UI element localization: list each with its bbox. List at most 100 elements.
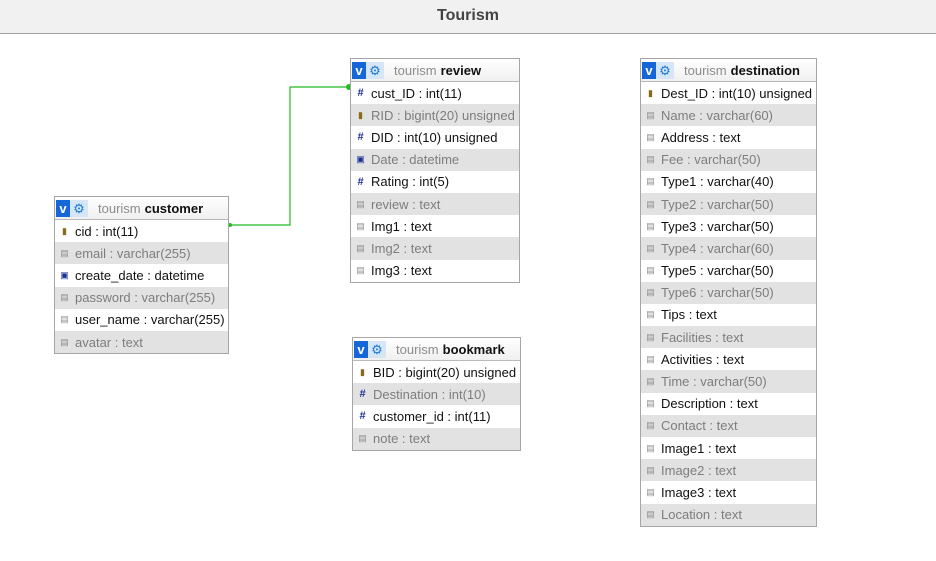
column-row[interactable]: ▤Location : text (641, 503, 816, 526)
text-field-icon: ▤ (646, 265, 655, 276)
toggle-view-button[interactable]: v (56, 199, 70, 217)
column-label: Type4 : varchar(60) (661, 240, 774, 256)
column-row[interactable]: ▣create_date : datetime (55, 264, 228, 286)
column-row[interactable]: ▤Address : text (641, 126, 816, 148)
text-field-icon: ▤ (646, 220, 655, 231)
column-row[interactable]: ▮BID : bigint(20) unsigned (353, 361, 520, 383)
column-row[interactable]: ▤ Img2 : text (351, 237, 519, 260)
column-label: Time : varchar(50) (661, 374, 767, 390)
gear-icon[interactable]: ⚙ (366, 61, 384, 79)
column-label: Description : text (661, 396, 758, 412)
column-row[interactable]: ▤avatar : text (55, 330, 228, 354)
column-row[interactable]: ▤Tips : text (641, 304, 816, 326)
column-row[interactable]: ▮cid : int(11) (55, 220, 228, 242)
designer-titlebar: Tourism (0, 0, 936, 34)
column-label: review : text (371, 196, 441, 212)
column-label: Image2 : text (661, 462, 737, 478)
column-row[interactable]: ▤ Fee : varchar(50) (641, 148, 816, 171)
column-row[interactable]: #customer_id : int(11) (353, 405, 520, 427)
text-field-icon: ▤ (646, 287, 655, 298)
column-row[interactable]: ▮ RID : bigint(20) unsigned (351, 104, 519, 127)
column-label: password : varchar(255) (75, 290, 216, 306)
column-row[interactable]: ▤ Image2 : text (641, 459, 816, 482)
text-field-icon: ▤ (646, 442, 655, 453)
text-field-icon: ▤ (356, 242, 365, 253)
column-label: Location : text (661, 507, 742, 523)
column-row[interactable]: ▤ Type2 : varchar(50) (641, 192, 816, 216)
text-field-icon: ▤ (646, 420, 655, 431)
text-field-icon: ▤ (356, 265, 365, 276)
column-row[interactable]: ▤user_name : varchar(255) (55, 309, 228, 331)
column-row[interactable]: ▤ Type3 : varchar(50) (641, 215, 816, 237)
gear-icon[interactable]: ⚙ (70, 199, 88, 217)
column-row[interactable]: ▤ password : varchar(255) (55, 286, 228, 309)
column-row[interactable]: ▤review : text (351, 192, 519, 216)
column-label: RID : bigint(20) unsigned (371, 107, 515, 123)
column-label: avatar : text (75, 334, 143, 350)
column-label: Type3 : varchar(50) (661, 218, 774, 234)
column-row[interactable]: #DID : int(10) unsigned (351, 126, 519, 148)
column-row[interactable]: ▣Date : datetime (351, 148, 519, 171)
database-name: tourism (98, 200, 141, 216)
text-field-icon: ▤ (646, 464, 655, 475)
column-row[interactable]: ▤note : text (353, 427, 520, 450)
text-field-icon: ▤ (356, 220, 365, 231)
column-row[interactable]: ▤Type5 : varchar(50) (641, 260, 816, 282)
column-row[interactable]: #Rating : int(5) (351, 171, 519, 193)
text-field-icon: ▤ (358, 433, 367, 444)
column-label: Tips : text (661, 307, 717, 323)
text-field-icon: ▤ (646, 131, 655, 142)
gear-icon[interactable]: ⚙ (368, 340, 386, 358)
toggle-view-button[interactable]: v (642, 61, 656, 79)
column-row[interactable]: ▤Type1 : varchar(40) (641, 171, 816, 193)
text-field-icon: ▤ (60, 292, 69, 303)
column-row[interactable]: ▮Dest_ID : int(10) unsigned (641, 82, 816, 104)
text-field-icon: ▤ (646, 376, 655, 387)
gear-icon[interactable]: ⚙ (656, 61, 674, 79)
column-label: email : varchar(255) (75, 245, 191, 261)
key-icon: ▮ (358, 109, 363, 120)
column-label: user_name : varchar(255) (75, 312, 225, 328)
text-field-icon: ▤ (646, 154, 655, 165)
text-field-icon: ▤ (646, 331, 655, 342)
column-row[interactable]: #Destination : int(10) (353, 383, 520, 406)
column-label: Fee : varchar(50) (661, 152, 761, 168)
column-label: Image1 : text (661, 440, 737, 456)
column-label: customer_id : int(11) (373, 408, 491, 424)
column-row[interactable]: ▤Image3 : text (641, 481, 816, 503)
column-row[interactable]: ▤Facilities : text (641, 326, 816, 349)
toggle-view-button[interactable]: v (354, 340, 368, 358)
column-label: Img2 : text (371, 240, 432, 256)
column-row[interactable]: ▤Img1 : text (351, 215, 519, 237)
relation-endpoint-customer (228, 223, 232, 227)
text-field-icon: ▤ (646, 242, 655, 253)
column-row[interactable]: ▤email : varchar(255) (55, 242, 228, 265)
column-row[interactable]: #cust_ID : int(11) (351, 82, 519, 104)
text-field-icon: ▤ (646, 176, 655, 187)
column-row[interactable]: ▤ Contact : text (641, 414, 816, 437)
column-label: Date : datetime (371, 152, 460, 168)
numeric-icon: # (357, 87, 364, 100)
column-label: Type6 : varchar(50) (661, 285, 774, 301)
column-row[interactable]: ▤Name : varchar(60) (641, 104, 816, 127)
toggle-view-button[interactable]: v (352, 61, 366, 79)
column-row[interactable]: ▤Activities : text (641, 348, 816, 370)
column-row[interactable]: ▤ Time : varchar(50) (641, 370, 816, 393)
column-label: Type2 : varchar(50) (661, 196, 774, 212)
column-row[interactable]: ▤ Type4 : varchar(60) (641, 237, 816, 260)
column-row[interactable]: ▤Description : text (641, 393, 816, 415)
column-row[interactable]: ▤ Type6 : varchar(50) (641, 281, 816, 304)
column-label: Contact : text (661, 418, 738, 434)
column-row[interactable]: ▤Img3 : text (351, 260, 519, 282)
text-field-icon: ▤ (646, 198, 655, 209)
column-row[interactable]: ▤ Image1 : text (641, 437, 816, 459)
column-label: Dest_ID : int(10) unsigned (661, 85, 813, 101)
